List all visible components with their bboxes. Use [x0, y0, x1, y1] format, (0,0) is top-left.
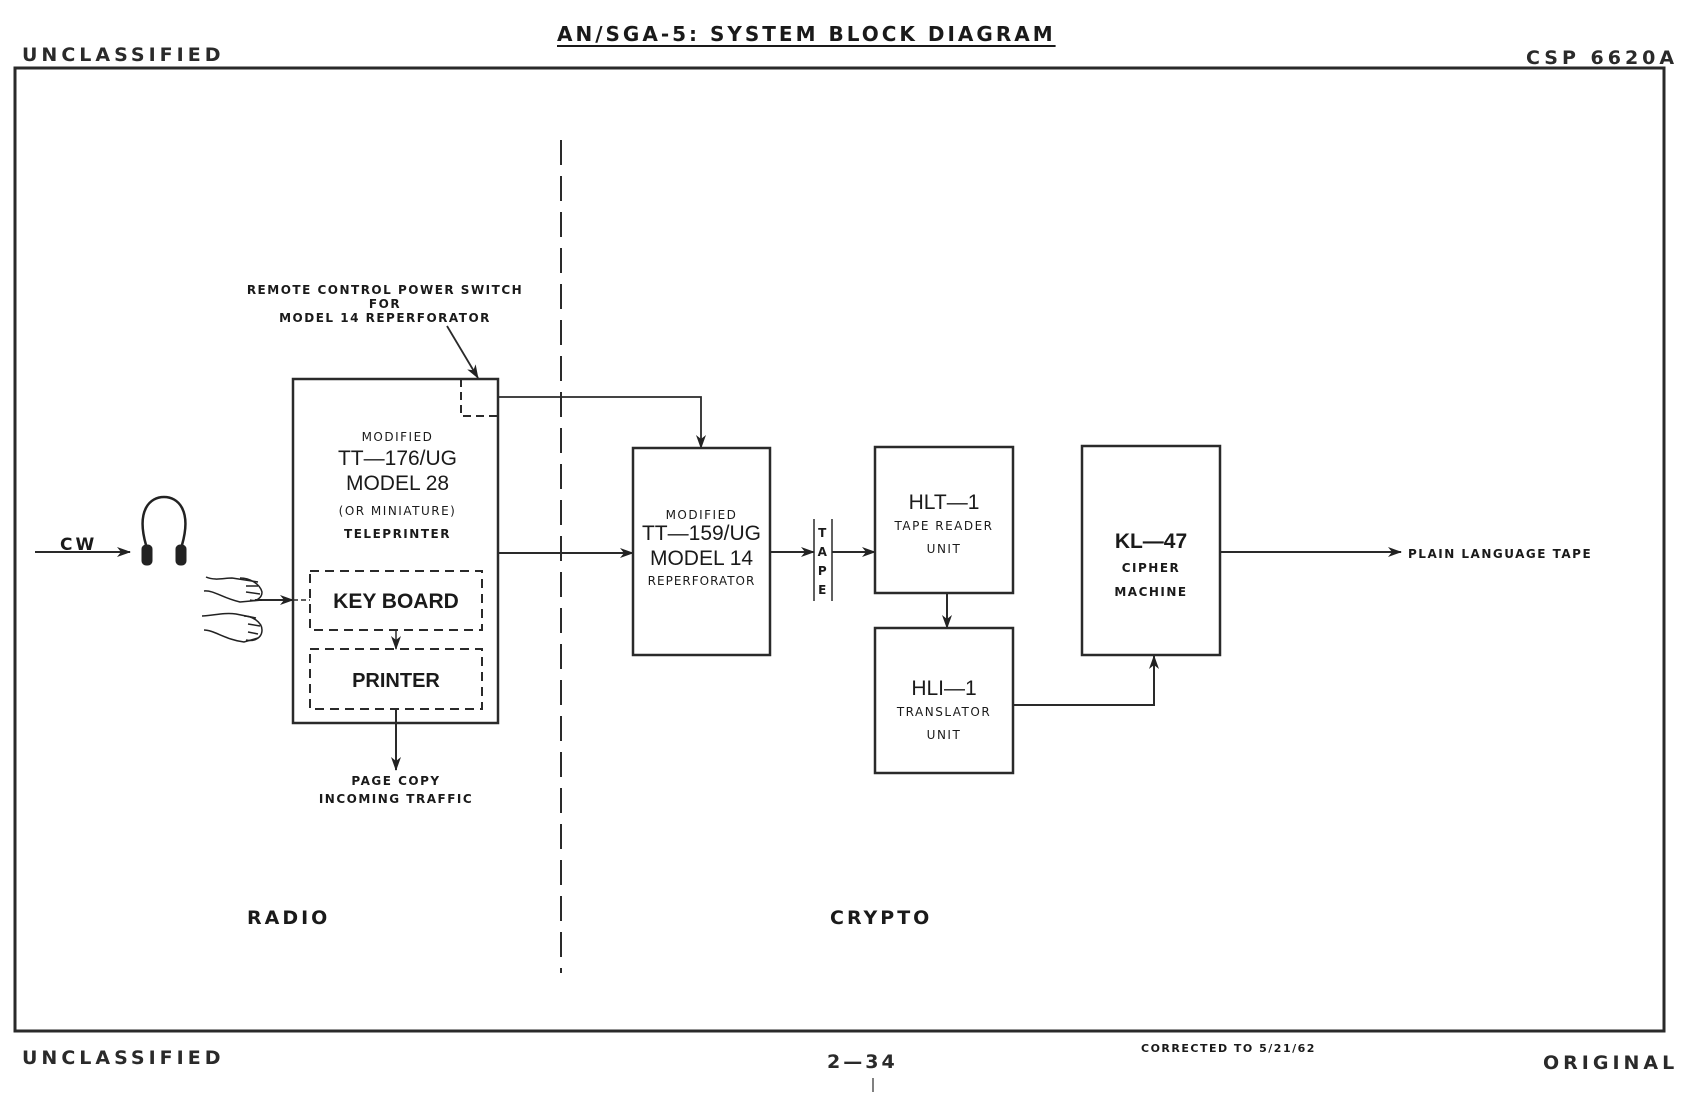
header-classification-left: UNCLASSIFIED	[22, 44, 225, 66]
cipher-block	[1080, 444, 1222, 657]
cipher-line2: CIPHER	[1121, 561, 1181, 575]
teleprinter-line5: TELEPRINTER	[344, 527, 451, 541]
remote-switch-line1: REMOTE CONTROL POWER SWITCH	[246, 283, 524, 297]
cw-label: CW	[60, 535, 98, 555]
keyboard-label: KEY BOARD	[333, 590, 459, 613]
remote-switch-annotation: REMOTE CONTROL POWER SWITCH FOR MODEL 14…	[225, 282, 545, 326]
typing-hands-icon	[201, 576, 263, 643]
tape-reader-label: HLT—1 TAPE READER UNIT	[875, 490, 1013, 556]
printer-label: PRINTER	[352, 670, 440, 692]
teleprinter-line1: MODIFIED	[361, 430, 434, 444]
reperforator-label: MODIFIED TT—159/UG MODEL 14 REPERFORATOR	[633, 508, 770, 588]
remote-switch-box	[460, 379, 498, 417]
cipher-label: KL—47 CIPHER MACHINE	[1082, 530, 1220, 599]
page-copy-line1: PAGE COPY	[351, 774, 441, 788]
footer-status: ORIGINAL	[1543, 1052, 1679, 1074]
tape-letter: E	[818, 583, 828, 597]
teleprinter-model: TT—176/UG	[337, 447, 458, 470]
teleprinter-line4: (OR MINIATURE)	[338, 504, 457, 518]
radio-section-label: RADIO	[247, 907, 331, 929]
reperforator-model-number: MODEL 14	[649, 547, 754, 570]
teleprinter-label: MODIFIED TT—176/UG MODEL 28 (OR MINIATUR…	[300, 430, 495, 541]
tape-letter: T	[818, 526, 828, 540]
remote-switch-line2: FOR	[368, 297, 402, 311]
remote-switch-pointer	[446, 325, 479, 379]
headphones-icon	[141, 495, 187, 566]
remote-switch-line3: MODEL 14 REPERFORATOR	[279, 311, 491, 325]
output-label: PLAIN LANGUAGE TAPE	[1408, 547, 1593, 561]
footer-classification-left: UNCLASSIFIED	[22, 1047, 225, 1069]
tape-reader-line3: UNIT	[926, 542, 962, 556]
translator-block	[873, 626, 1015, 775]
document-number: CSP 6620A	[1526, 47, 1679, 69]
page-number: 2—34	[827, 1051, 898, 1073]
tape-reader-line2: TAPE READER	[894, 519, 994, 533]
tape-label: T A P E	[814, 524, 832, 600]
translator-model: HLI—1	[911, 677, 977, 700]
tape-letter: P	[817, 564, 829, 578]
translator-line2: TRANSLATOR	[896, 705, 992, 719]
page-border	[13, 66, 1666, 1033]
teleprinter-model-number: MODEL 28	[345, 472, 450, 495]
tape-reader-block	[873, 445, 1015, 595]
translator-label: HLI—1 TRANSLATOR UNIT	[875, 676, 1013, 742]
translator-line3: UNIT	[926, 728, 962, 742]
crypto-section-label: CRYPTO	[830, 907, 933, 929]
page-copy-annotation: PAGE COPY INCOMING TRAFFIC	[296, 773, 496, 807]
cipher-line3: MACHINE	[1114, 585, 1188, 599]
page-copy-line2: INCOMING TRAFFIC	[318, 792, 474, 806]
corrected-date: CORRECTED TO 5/21/62	[1141, 1042, 1316, 1055]
page-title: AN/SGA-5: SYSTEM BLOCK DIAGRAM	[557, 22, 1056, 46]
reperforator-model: TT—159/UG	[641, 522, 762, 545]
reperforator-line1: MODIFIED	[665, 508, 738, 522]
cipher-model: KL—47	[1114, 530, 1188, 553]
switch-to-reperforator-wire	[498, 396, 706, 449]
tape-letter: A	[817, 545, 829, 559]
reperforator-line4: REPERFORATOR	[647, 574, 756, 588]
translator-to-cipher-wire	[1013, 655, 1159, 706]
tape-reader-model: HLT—1	[908, 491, 980, 514]
